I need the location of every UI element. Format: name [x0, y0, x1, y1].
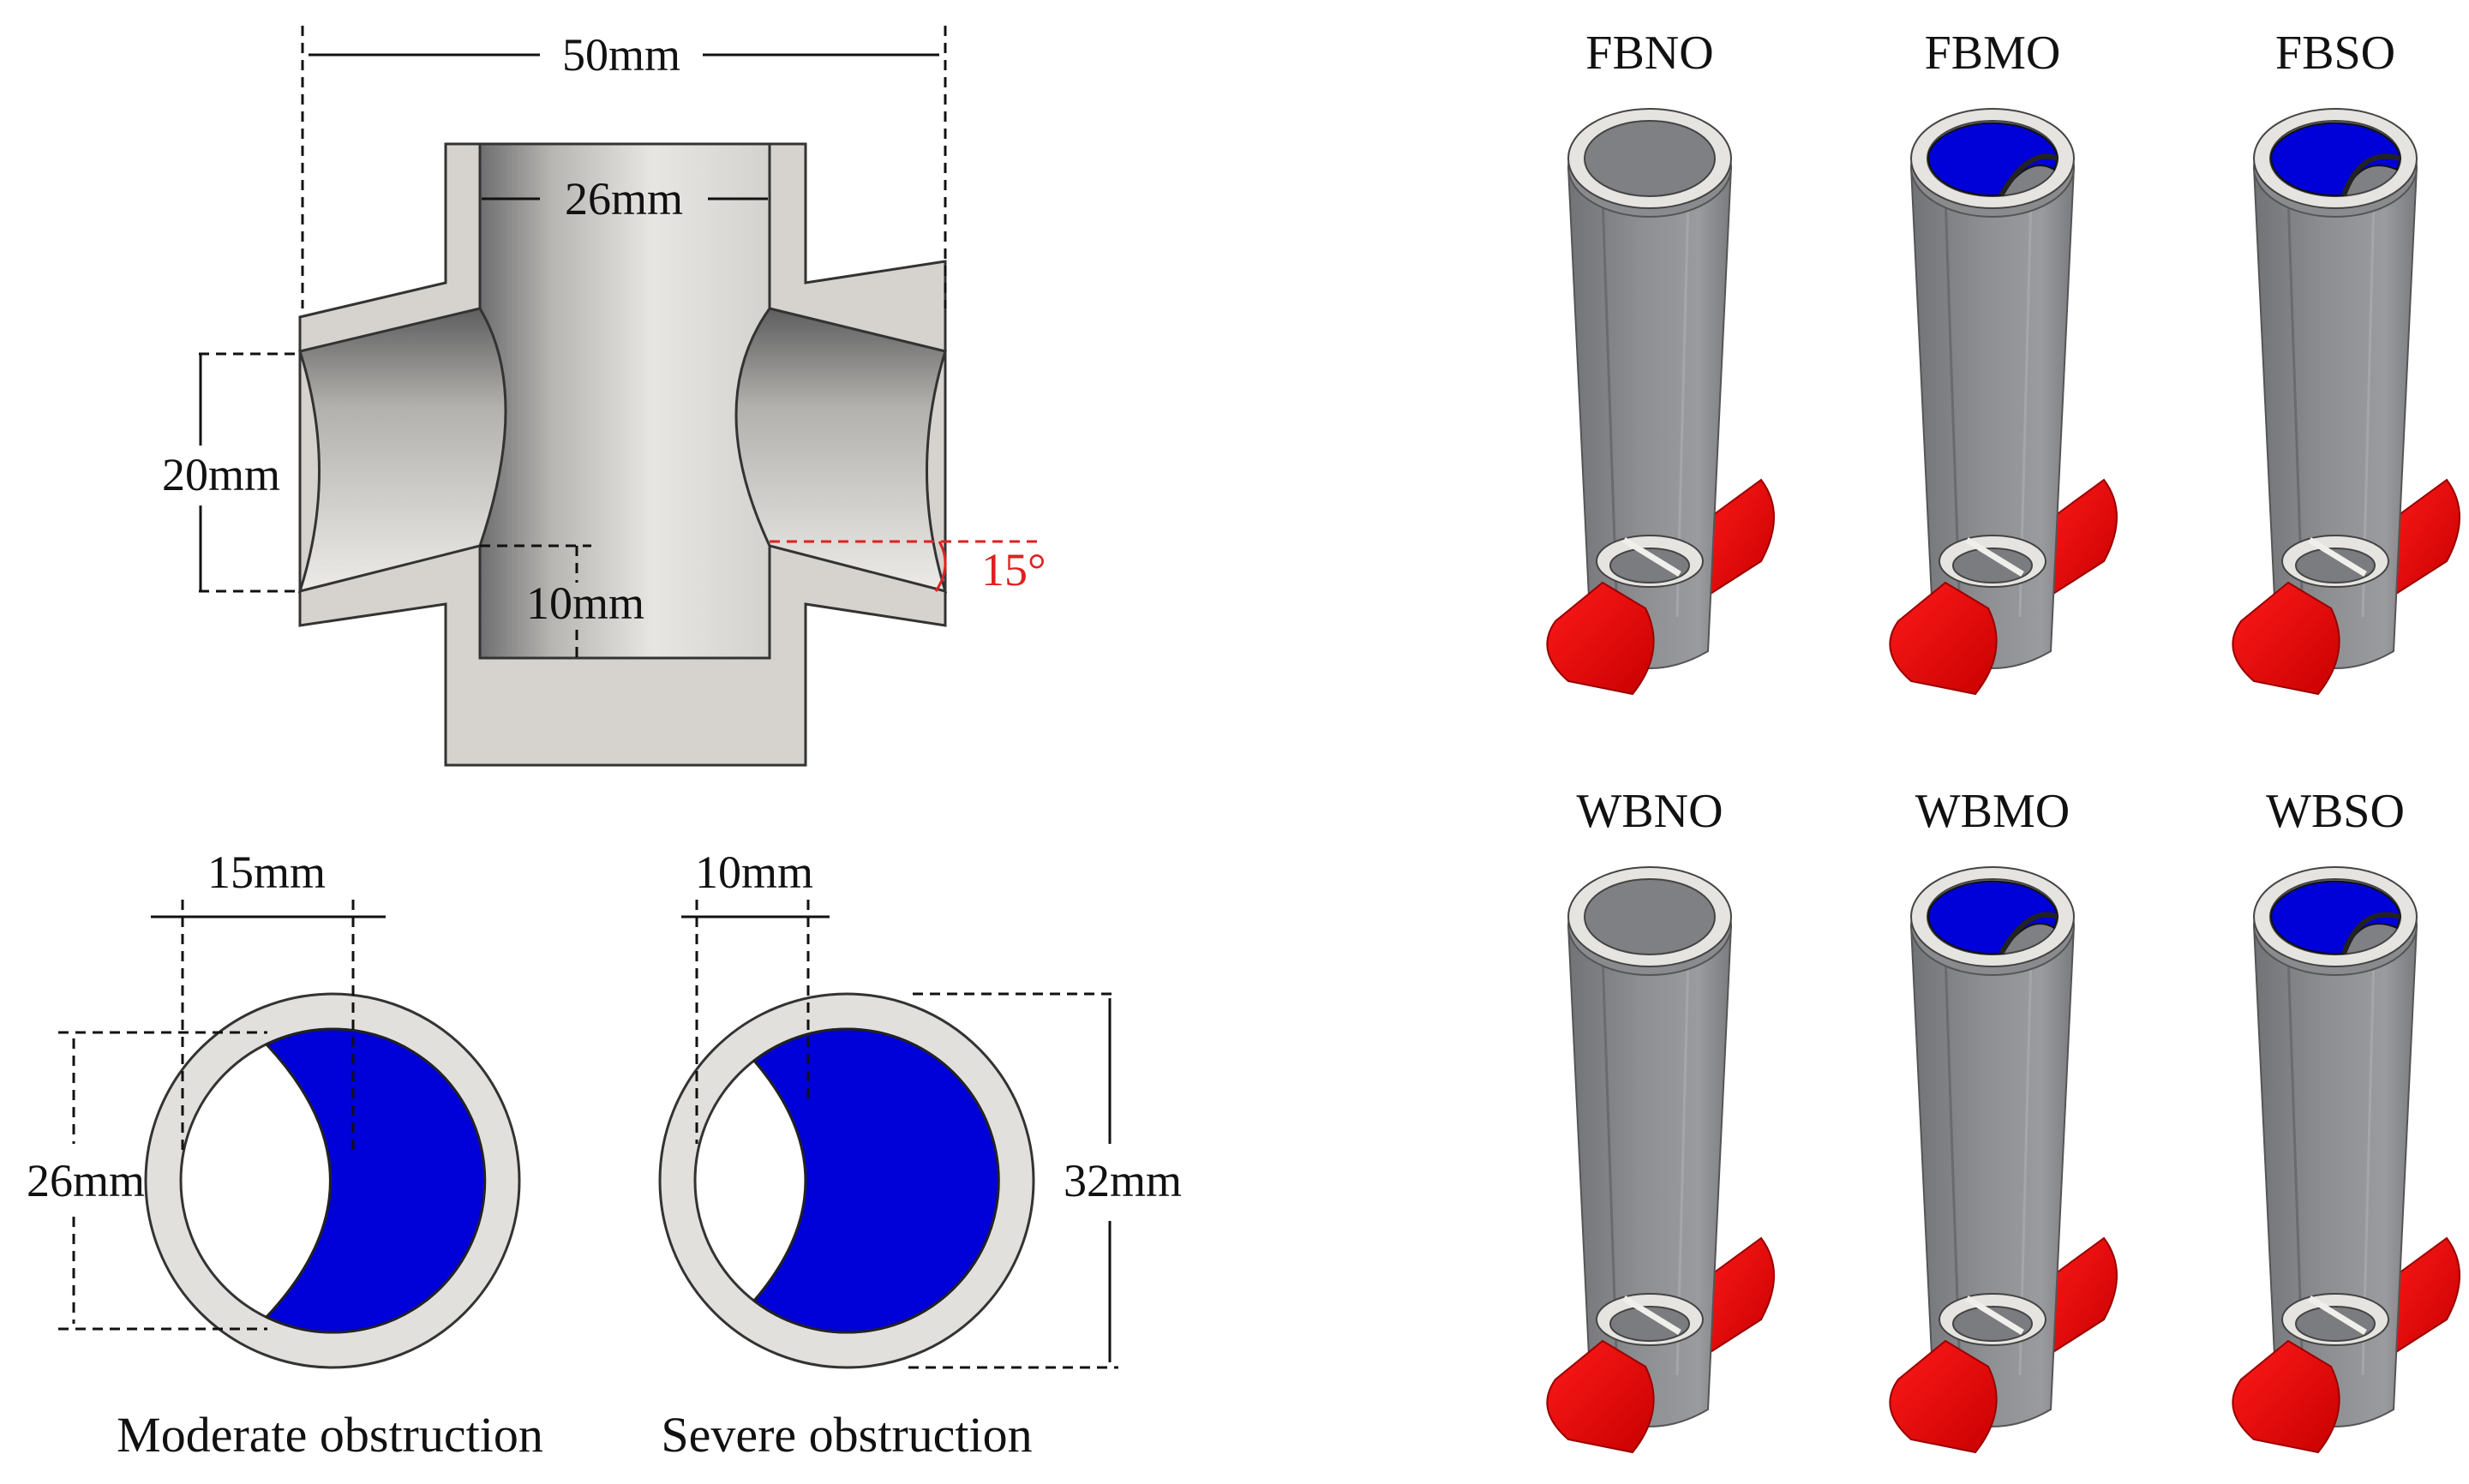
obstruction-edge	[2341, 912, 2401, 955]
severe-diameter-label: 32mm	[1064, 1155, 1182, 1206]
lower-slot	[1965, 1296, 2024, 1335]
red-branch-back	[2381, 1236, 2460, 1360]
model-wbno: WBNO	[1546, 785, 1775, 1454]
moderate-caption: Moderate obstruction	[117, 1407, 543, 1463]
moderate-diameter-label: 26mm	[27, 1155, 145, 1206]
lower-slot	[1622, 537, 1681, 577]
lower-ring-inner	[2295, 1306, 2376, 1342]
model-fbno: FBNO	[1546, 27, 1775, 696]
severe-caption: Severe obstruction	[661, 1407, 1032, 1463]
lower-slot	[1965, 537, 2024, 577]
lower-ring-inner	[1952, 1306, 2033, 1342]
severe-obstruction-diagram: 10mm 32mm Severe obstruction	[658, 847, 1182, 1463]
right-branch-channel	[734, 307, 948, 594]
obstruction-fill	[1927, 880, 2059, 955]
lower-ring-inner	[1952, 548, 2033, 583]
red-branch-back	[2381, 478, 2460, 601]
main-lumen	[478, 142, 771, 660]
width-dimension-label: 50mm	[562, 29, 680, 81]
lumen-dimension-label: 26mm	[565, 173, 683, 224]
red-branch-back	[2038, 1236, 2118, 1360]
red-branch-back	[2038, 478, 2118, 601]
model-wbso: WBSO	[2232, 785, 2460, 1454]
obstruction-region	[752, 1027, 1000, 1334]
depth-dimension-label: 10mm	[526, 577, 644, 629]
red-branch-front	[1889, 581, 1998, 696]
model-grid: FBNO FBMO FBSO WBNO WBMO WBSO	[1546, 27, 2460, 1454]
model-label: WBMO	[1915, 785, 2070, 838]
red-branch-front	[1546, 581, 1655, 696]
obstruction-fill	[2270, 880, 2402, 955]
branch-dimension-label: 20mm	[162, 449, 280, 500]
angle-label: 15°	[981, 544, 1046, 595]
lower-slot	[1622, 1296, 1681, 1335]
angle-arc	[934, 541, 947, 592]
model-label: FBNO	[1585, 27, 1713, 80]
obstruction-fill	[2270, 122, 2402, 197]
red-branch-front	[1546, 1339, 1655, 1454]
red-branch-back	[1695, 478, 1775, 601]
lower-ring-inner	[1609, 548, 1690, 583]
lower-ring-inner	[1609, 1306, 1690, 1342]
severe-gap-label: 10mm	[695, 847, 813, 898]
obstruction-edge	[2341, 153, 2401, 197]
top-opening	[1584, 878, 1716, 955]
lower-slot	[2308, 537, 2367, 577]
model-fbmo: FBMO	[1889, 27, 2118, 696]
model-label: WBNO	[1576, 785, 1723, 838]
model-label: WBSO	[2266, 785, 2405, 838]
obstruction-edge	[1999, 912, 2059, 955]
cross-section-diagram: 50mm 26mm 20mm 10mm 15°	[162, 26, 1046, 767]
model-label: FBSO	[2275, 27, 2395, 80]
red-branch-front	[1889, 1339, 1998, 1454]
moderate-gap-label: 15mm	[207, 847, 326, 898]
model-fbso: FBSO	[2232, 27, 2460, 696]
model-wbmo: WBMO	[1889, 785, 2118, 1454]
moderate-obstruction-diagram: 15mm 26mm Moderate obstruction	[27, 847, 543, 1463]
model-label: FBMO	[1925, 27, 2061, 80]
red-branch-front	[2232, 581, 2340, 696]
lower-slot	[2308, 1296, 2367, 1335]
red-branch-front	[2232, 1339, 2340, 1454]
top-opening	[1584, 120, 1716, 197]
obstruction-region	[264, 1027, 487, 1334]
obstruction-edge	[1999, 153, 2059, 197]
obstruction-fill	[1927, 122, 2059, 197]
red-branch-back	[1695, 1236, 1775, 1360]
lower-ring-inner	[2295, 548, 2376, 583]
